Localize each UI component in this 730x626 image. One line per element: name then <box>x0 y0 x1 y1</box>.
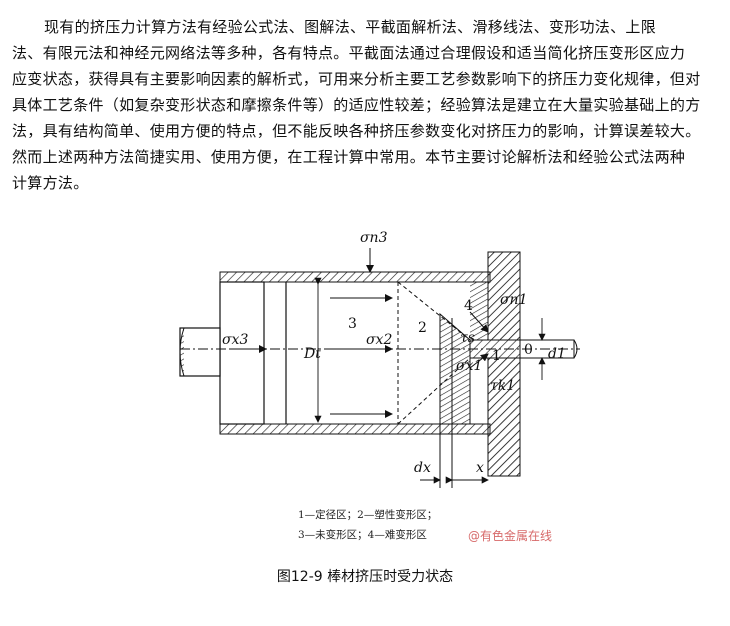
label-zone-4: 4 <box>464 298 473 314</box>
diagram-svg: σn3 σn1 σx3 σx2 σx1 τs τk1 Dt d1 dx x 0 … <box>179 230 580 543</box>
paragraph-line: 具体工艺条件（如复杂变形状态和摩擦条件等）的适应性较差；经验算法是建立在大量实验… <box>12 96 701 114</box>
label-zone-1: 1 <box>492 348 501 364</box>
figure-caption: 图12-9 棒材挤压时受力状态 <box>276 569 454 585</box>
legend-line-1: 1—定径区；2—塑性变形区； <box>298 508 437 521</box>
label-zone-2: 2 <box>418 320 427 336</box>
paragraph-line: 计算方法。 <box>12 174 89 192</box>
paragraph-line: 法、有限元法和神经元网络法等多种，各有特点。平截面法通过合理假设和适当简化挤压变… <box>12 44 686 62</box>
paragraph-line: 然而上述两种方法简捷实用、使用方便，在工程计算中常用。本节主要讨论解析法和经验公… <box>12 148 686 166</box>
container-bottom-wall <box>219 423 491 435</box>
sigma-n1-arrow <box>469 311 489 333</box>
label-sigma-n1: σn1 <box>500 292 527 308</box>
paragraph-line: 法，具有结构简单、使用方便的特点，但不能反映各种挤压参数变化对挤压力的影响，计算… <box>12 122 701 140</box>
label-zone-0: 0 <box>524 342 533 358</box>
body-paragraph: 现有的挤压力计算方法有经验公式法、图解法、平截面解析法、滑移线法、变形功法、上限… <box>12 14 718 196</box>
label-sigma-x1: σx1 <box>456 358 482 374</box>
label-dx: dx <box>414 460 431 476</box>
ram-stem <box>179 327 221 377</box>
tau-k1-arrow <box>469 353 489 369</box>
die-lower <box>487 357 521 477</box>
label-zone-3: 3 <box>348 316 357 332</box>
deformation-zone-cone <box>397 281 471 425</box>
container-top-wall <box>219 271 491 283</box>
label-d1: d1 <box>548 346 566 362</box>
label-sigma-x3: σx3 <box>222 332 248 348</box>
label-sigma-x2: σx2 <box>366 332 392 348</box>
paragraph-line: 现有的挤压力计算方法有经验公式法、图解法、平截面解析法、滑移线法、变形功法、上限 <box>44 18 657 36</box>
paragraph-line: 应变状态，获得具有主要影响因素的解析式，可用来分析主要工艺参数影响下的挤压力变化… <box>12 70 701 88</box>
legend-line-2: 3—未变形区；4—难变形区 <box>298 528 427 541</box>
label-sigma-n3: σn3 <box>360 230 388 246</box>
ram-stem-break <box>179 327 185 377</box>
label-tau-k1: τk1 <box>490 378 515 394</box>
extrusion-force-diagram: σn3 σn1 σx3 σx2 σx1 τs τk1 Dt d1 dx x 0 … <box>170 228 590 558</box>
label-tau-s: τs <box>460 330 475 346</box>
label-x: x <box>476 460 484 476</box>
label-dt: Dt <box>303 346 321 362</box>
watermark: @有色金属在线 <box>468 528 552 543</box>
ram-plate <box>219 281 265 425</box>
